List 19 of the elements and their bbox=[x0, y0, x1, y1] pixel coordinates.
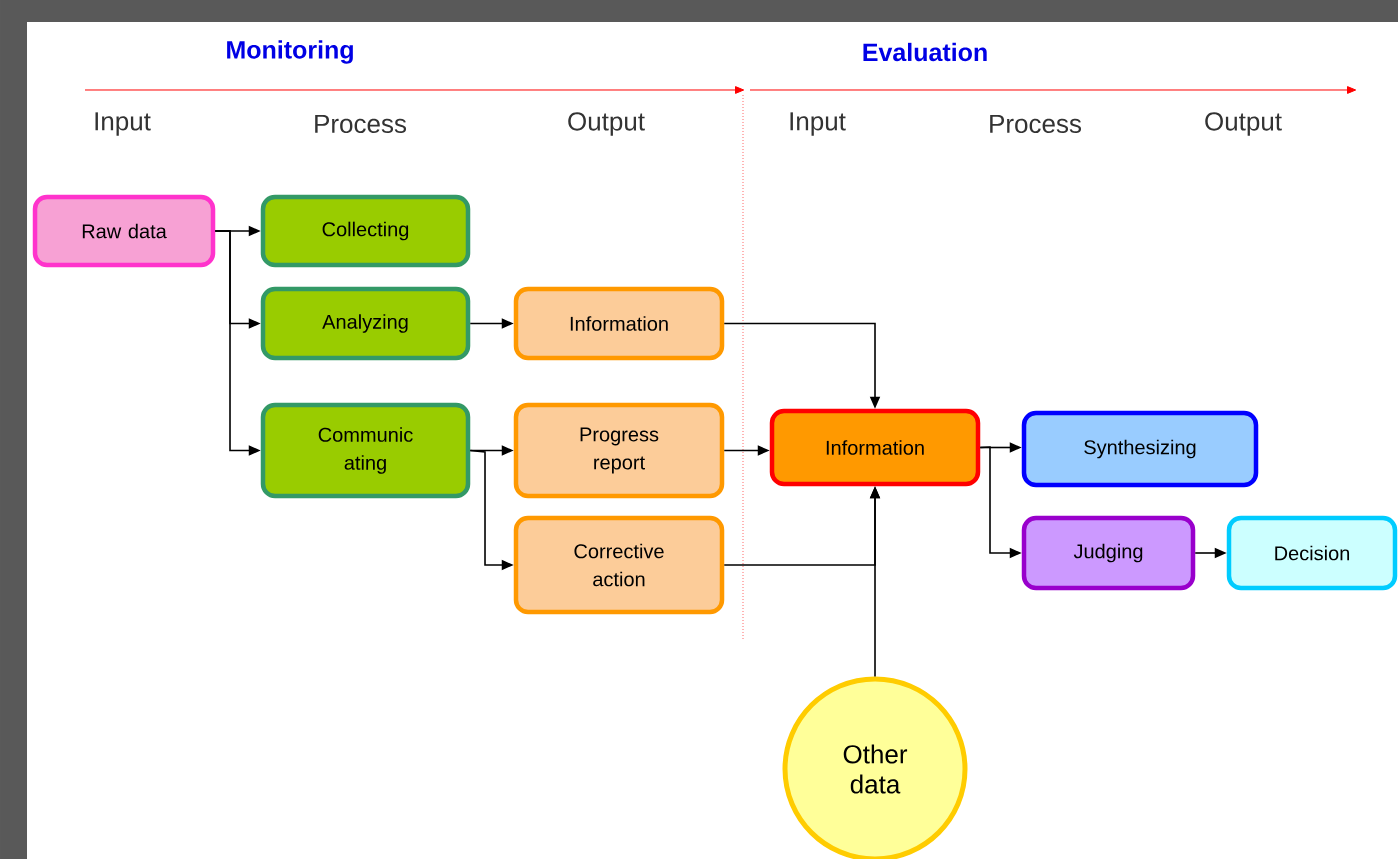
process-box: Judging bbox=[1021, 515, 1196, 591]
process-box: Collecting bbox=[260, 194, 471, 268]
process-box: Information bbox=[769, 408, 981, 487]
stage-label: Output bbox=[568, 112, 645, 136]
process-box: Decision bbox=[1226, 515, 1398, 591]
section-heading: Monitoring bbox=[227, 40, 353, 64]
process-box: Information bbox=[513, 286, 725, 361]
section-heading: Evaluation bbox=[863, 42, 987, 62]
stage-label: Input bbox=[790, 112, 846, 136]
process-box: Synthesizing bbox=[1021, 410, 1259, 488]
process-box: Communic ating bbox=[260, 402, 471, 499]
stage-label: Input bbox=[95, 112, 151, 136]
stage-label: Output bbox=[1205, 112, 1282, 136]
stage-label: Process bbox=[990, 114, 1081, 134]
process-box: Corrective action bbox=[513, 515, 725, 615]
stage-label: Process bbox=[315, 114, 406, 134]
input-box: Raw data bbox=[32, 194, 216, 268]
process-box: Progress report bbox=[513, 402, 725, 499]
process-box: Analyzing bbox=[260, 286, 471, 361]
